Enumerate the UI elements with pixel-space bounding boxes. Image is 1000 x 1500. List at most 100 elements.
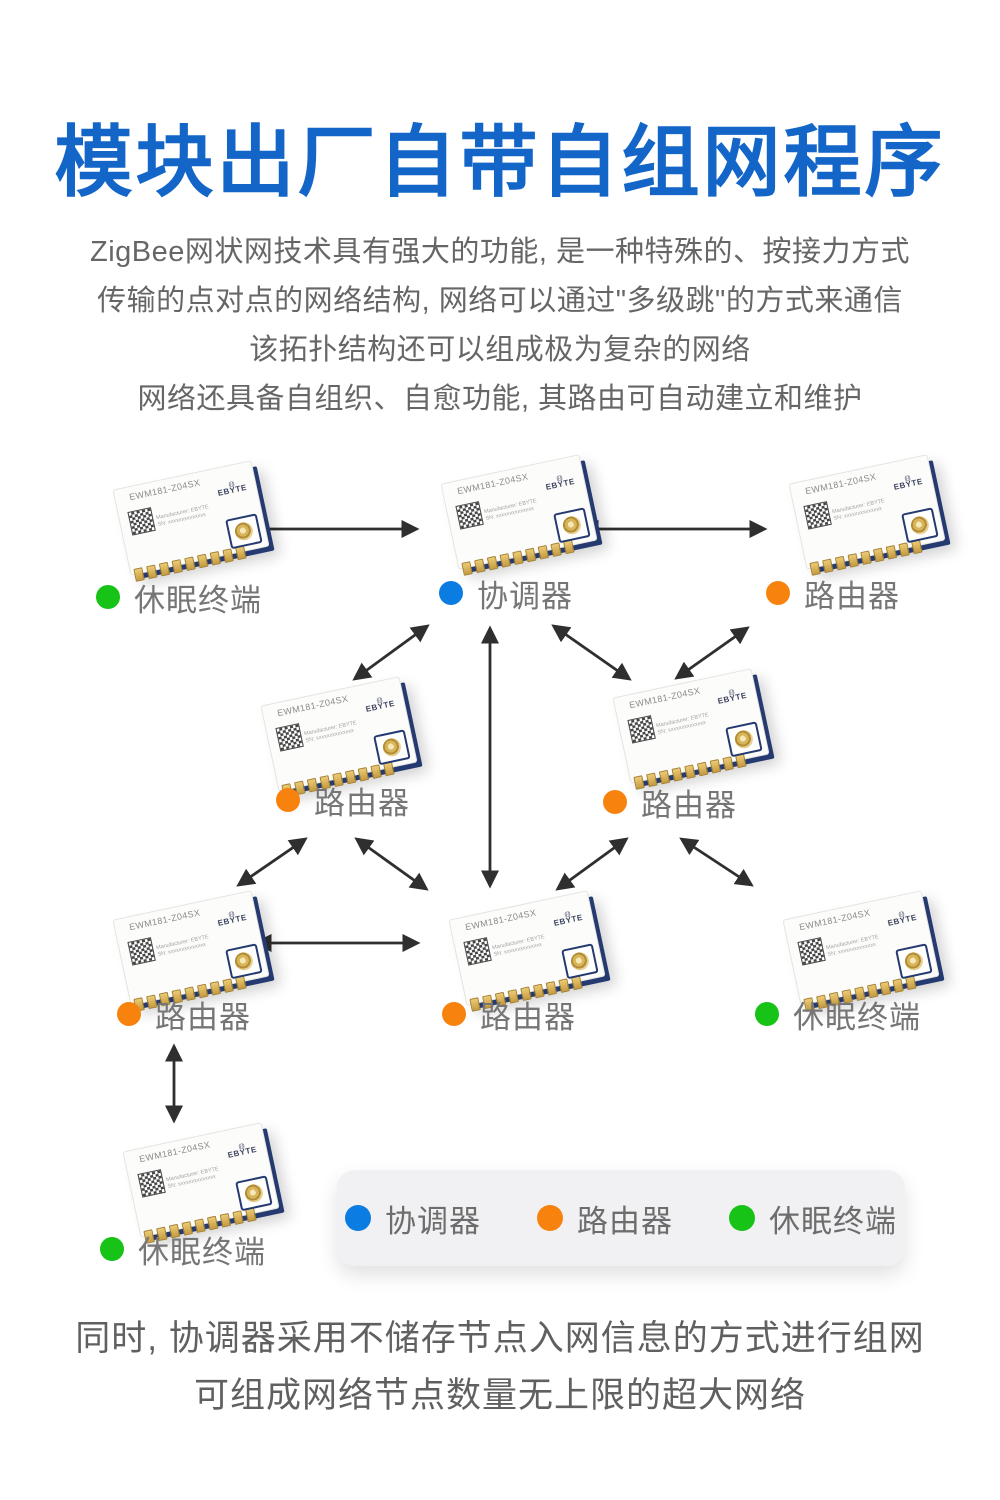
footer-line: 同时, 协调器采用不储存节点入网信息的方式进行组网: [75, 1319, 925, 1358]
link-arrow-midleft-bottomcenter: [354, 837, 429, 891]
module-model-text: EWM181-Z04SX: [798, 907, 872, 933]
module-pcb: EWM181-Z04SX ((·))EBYTE Manufacturer: EB…: [260, 676, 418, 798]
link-arrow-coordinator-midleft: [352, 624, 430, 681]
node-label-text: 休眠终端: [138, 1234, 266, 1270]
legend-item-router: 路由器: [537, 1196, 673, 1241]
legend-dot: [345, 1205, 371, 1231]
qr-code-icon: [127, 937, 156, 966]
module-brand: ((·))EBYTE: [716, 687, 748, 705]
node-dot: [439, 581, 463, 605]
antenna-connector-icon: [901, 507, 939, 544]
footer-text: 同时, 协调器采用不储存节点入网信息的方式进行组网 可组成网络节点数量无上限的超…: [0, 1310, 1000, 1424]
node-label-text: 休眠终端: [793, 999, 921, 1035]
link-arrow-midleft-bottomleft: [236, 837, 308, 887]
module-brand: ((·))EBYTE: [226, 1141, 258, 1159]
legend-label: 路由器: [577, 1203, 673, 1239]
module-pcb: EWM181-Z04SX ((·))EBYTE Manufacturer: EB…: [112, 460, 270, 582]
node-dot: [117, 1002, 141, 1026]
node-label-text: 路由器: [314, 785, 410, 821]
intro-line: ZigBee网状网技术具有强大的功能, 是一种特殊的、按接力方式: [89, 236, 910, 268]
module-brand: ((·))EBYTE: [552, 909, 584, 927]
node-label-top-center: 协调器: [439, 577, 573, 614]
qr-code-icon: [127, 507, 156, 536]
module-pcb: EWM181-Z04SX ((·))EBYTE Manufacturer: EB…: [782, 890, 940, 1012]
node-label-mid-left: 路由器: [276, 784, 410, 821]
antenna-connector-icon: [373, 729, 411, 766]
link-arrow-coordinator-midright: [551, 624, 632, 681]
node-dot: [755, 1002, 779, 1026]
module-model-text: EWM181-Z04SX: [128, 907, 202, 933]
node-dot: [442, 1002, 466, 1026]
legend-item-coordinator: 协调器: [345, 1196, 481, 1241]
module-model-text: EWM181-Z04SX: [464, 907, 538, 933]
zigbee-module-bottom-left: EWM181-Z04SX ((·))EBYTE Manufacturer: EB…: [110, 890, 270, 1012]
module-pcb: EWM181-Z04SX ((·))EBYTE Manufacturer: EB…: [122, 1122, 280, 1244]
antenna-connector-icon: [561, 943, 599, 980]
intro-line: 传输的点对点的网络结构, 网络可以通过"多级跳"的方式来通信: [97, 285, 903, 317]
module-brand: ((·))EBYTE: [216, 909, 248, 927]
module-model-text: EWM181-Z04SX: [128, 477, 202, 503]
legend-dot: [537, 1205, 563, 1231]
antenna-connector-icon: [225, 513, 263, 550]
module-model-text: EWM181-Z04SX: [456, 471, 530, 497]
link-arrow-midright-bottomright: [679, 837, 754, 887]
node-dot: [100, 1237, 124, 1261]
node-label-bottom-center: 路由器: [442, 998, 576, 1035]
node-dot: [96, 585, 120, 609]
node-label-bottom-right: 休眠终端: [755, 998, 921, 1035]
module-model-text: EWM181-Z04SX: [628, 685, 702, 711]
zigbee-module-top-right: EWM181-Z04SX ((·))EBYTE Manufacturer: EB…: [786, 454, 946, 576]
antenna-connector-icon: [235, 1175, 273, 1212]
qr-code-icon: [137, 1169, 166, 1198]
zigbee-module-mid-left: EWM181-Z04SX ((·))EBYTE Manufacturer: EB…: [258, 676, 418, 798]
node-dot: [603, 790, 627, 814]
node-label-top-right: 路由器: [766, 577, 900, 614]
legend-dot: [729, 1205, 755, 1231]
intro-text: ZigBee网状网技术具有强大的功能, 是一种特殊的、按接力方式 传输的点对点的…: [0, 228, 1000, 424]
module-brand: ((·))EBYTE: [892, 473, 924, 491]
antenna-connector-icon: [553, 507, 591, 544]
node-label-text: 休眠终端: [134, 582, 262, 618]
legend-label: 协调器: [385, 1203, 481, 1239]
module-brand: ((·))EBYTE: [544, 473, 576, 491]
qr-code-icon: [627, 715, 656, 744]
footer-line: 可组成网络节点数量无上限的超大网络: [193, 1376, 806, 1415]
node-dot: [766, 581, 790, 605]
module-pcb: EWM181-Z04SX ((·))EBYTE Manufacturer: EB…: [788, 454, 946, 576]
qr-code-icon: [455, 501, 484, 530]
legend: 协调器 路由器 休眠终端: [337, 1170, 905, 1266]
node-label-bottom-left: 路由器: [117, 998, 251, 1035]
node-label-mid-right: 路由器: [603, 786, 737, 823]
module-brand: ((·))EBYTE: [216, 479, 248, 497]
qr-code-icon: [463, 937, 492, 966]
module-model-text: EWM181-Z04SX: [804, 471, 878, 497]
legend-label: 休眠终端: [769, 1203, 897, 1239]
module-pcb: EWM181-Z04SX ((·))EBYTE Manufacturer: EB…: [448, 890, 606, 1012]
intro-line: 该拓扑结构还可以组成极为复杂的网络: [249, 334, 751, 366]
module-model-text: EWM181-Z04SX: [138, 1139, 212, 1165]
node-label-text: 路由器: [480, 999, 576, 1035]
link-arrow-midright-bottomcenter: [555, 837, 629, 891]
module-pcb: EWM181-Z04SX ((·))EBYTE Manufacturer: EB…: [440, 454, 598, 576]
zigbee-module-top-left: EWM181-Z04SX ((·))EBYTE Manufacturer: EB…: [110, 460, 270, 582]
node-label-text: 路由器: [155, 999, 251, 1035]
antenna-connector-icon: [895, 943, 933, 980]
node-label-bottom-far-left: 休眠终端: [100, 1233, 266, 1270]
zigbee-module-bottom-center: EWM181-Z04SX ((·))EBYTE Manufacturer: EB…: [446, 890, 606, 1012]
antenna-connector-icon: [225, 943, 263, 980]
node-label-top-left: 休眠终端: [96, 581, 262, 618]
zigbee-module-mid-right: EWM181-Z04SX ((·))EBYTE Manufacturer: EB…: [610, 668, 770, 790]
node-label-text: 路由器: [804, 578, 900, 614]
node-dot: [276, 788, 300, 812]
antenna-connector-icon: [725, 721, 763, 758]
zigbee-module-bottom-right: EWM181-Z04SX ((·))EBYTE Manufacturer: EB…: [780, 890, 940, 1012]
page-title: 模块出厂自带自组网程序: [54, 118, 946, 206]
module-model-text: EWM181-Z04SX: [276, 693, 350, 719]
